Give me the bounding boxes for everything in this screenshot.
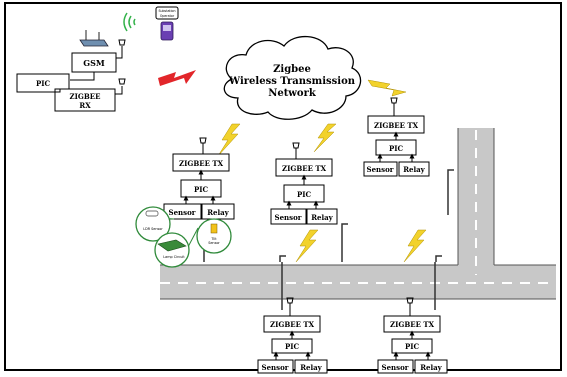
wireless-links bbox=[158, 70, 427, 263]
zigbee-tx-label: ZIGBEE TX bbox=[390, 320, 435, 329]
zigbee-tx-label: ZIGBEE TX bbox=[270, 320, 315, 329]
relay-box bbox=[306, 208, 338, 225]
pic-box bbox=[271, 338, 313, 354]
zigbee-rx-label-line2: RX bbox=[79, 101, 91, 110]
lightning-bolt bbox=[217, 123, 241, 157]
zigbee-tx-label: ZIGBEE TX bbox=[282, 164, 327, 173]
pic-box bbox=[375, 139, 417, 156]
lamp-pole bbox=[435, 255, 442, 262]
sensor-box bbox=[257, 359, 294, 374]
lamp-pole bbox=[341, 223, 348, 262]
relay-label: Relay bbox=[403, 165, 425, 174]
ldr-icon bbox=[145, 210, 159, 217]
base-station: GSM PIC ZIGBEE RX bbox=[16, 30, 126, 112]
sensor-label: Sensor bbox=[367, 165, 394, 174]
tilt-sensor-bubble bbox=[196, 218, 232, 254]
lamp-pole bbox=[447, 169, 454, 215]
circuit-board-icon bbox=[157, 239, 187, 252]
relay-box bbox=[398, 161, 430, 177]
streetlight-node: ZIGBEE TX PIC Sensor Relay bbox=[363, 97, 430, 177]
ldr-sensor-bubble bbox=[135, 206, 171, 242]
phone-label-line2: Operator bbox=[160, 14, 175, 18]
operator-phone: Substation Operator bbox=[123, 6, 179, 41]
lamp-circuit-label: Lamp Circuit bbox=[163, 255, 185, 259]
streetlight-node: ZIGBEE TX PIC Sensor Relay bbox=[163, 137, 235, 220]
streetlight-node: ZIGBEE TX PIC Sensor Relay bbox=[270, 142, 338, 225]
phone-label-line1: Substation bbox=[158, 9, 175, 13]
zigbee-rx-box bbox=[54, 88, 116, 112]
tilt-sensor-label-line1: Tilt bbox=[210, 237, 217, 241]
sensor-box bbox=[377, 359, 414, 374]
sensor-label: Sensor bbox=[382, 363, 409, 372]
cloud-shape bbox=[223, 35, 362, 120]
gsm-label: GSM bbox=[83, 58, 105, 68]
antenna-icon bbox=[199, 137, 207, 144]
zigbee-tx-label: ZIGBEE TX bbox=[179, 159, 224, 168]
base-pic-label: PIC bbox=[36, 79, 51, 88]
sensor-label: Sensor bbox=[169, 208, 196, 217]
sensor-label: Sensor bbox=[275, 213, 302, 222]
router-icon bbox=[79, 39, 109, 47]
pic-label: PIC bbox=[194, 185, 209, 194]
cloud-network-label: Network bbox=[268, 88, 317, 99]
antenna-icon bbox=[390, 97, 398, 104]
cloud-title: Zigbee bbox=[273, 64, 311, 75]
tilt-sensor-icon bbox=[210, 223, 218, 234]
streetlight-node: ZIGBEE TX PIC Sensor Relay bbox=[377, 297, 448, 374]
relay-label: Relay bbox=[420, 363, 442, 372]
lamp-pole bbox=[279, 255, 286, 262]
pic-box bbox=[391, 338, 433, 354]
sensor-label: Sensor bbox=[262, 363, 289, 372]
tilt-sensor-label-line2: Sensor bbox=[208, 241, 220, 245]
antenna-icon bbox=[292, 142, 300, 149]
lightning-bolt bbox=[403, 229, 427, 263]
pic-box bbox=[180, 179, 222, 198]
road-network bbox=[160, 128, 556, 300]
pic-box bbox=[283, 184, 325, 203]
zigbee-rx-label-line1: ZIGBEE bbox=[70, 92, 101, 101]
zigbee-cloud: Zigbee Wireless Transmission Network bbox=[223, 35, 362, 120]
pic-label: PIC bbox=[405, 342, 420, 351]
sensor-box bbox=[363, 161, 398, 177]
antenna-icon bbox=[118, 39, 126, 46]
phone-label-box bbox=[155, 6, 179, 20]
street-lamp-poles bbox=[203, 169, 454, 310]
wifi-icon bbox=[128, 15, 132, 29]
lightning-bolt-red bbox=[158, 70, 196, 86]
lightning-bolt bbox=[367, 79, 407, 97]
lightning-bolt bbox=[313, 123, 337, 153]
cloud-subtitle: Wireless Transmission bbox=[228, 76, 356, 87]
streetlight-node: ZIGBEE TX PIC Sensor Relay bbox=[257, 297, 328, 374]
relay-box bbox=[414, 359, 448, 374]
antenna-icon bbox=[118, 78, 126, 85]
pic-label: PIC bbox=[285, 342, 300, 351]
ldr-label: LDR Sensor bbox=[143, 227, 163, 231]
lightning-bolt bbox=[295, 229, 319, 263]
antenna-icon bbox=[286, 297, 294, 304]
relay-label: Relay bbox=[311, 213, 333, 222]
zigbee-tx-label: ZIGBEE TX bbox=[374, 121, 419, 130]
antenna-icon bbox=[406, 297, 414, 304]
relay-box bbox=[294, 359, 328, 374]
relay-label: Relay bbox=[207, 208, 229, 217]
relay-label: Relay bbox=[300, 363, 322, 372]
detail-bubbles: LDR Sensor Lamp Circuit Tilt Sensor bbox=[135, 206, 232, 268]
sensor-box bbox=[270, 208, 307, 225]
pic-label: PIC bbox=[389, 144, 404, 153]
pic-label: PIC bbox=[297, 190, 312, 199]
